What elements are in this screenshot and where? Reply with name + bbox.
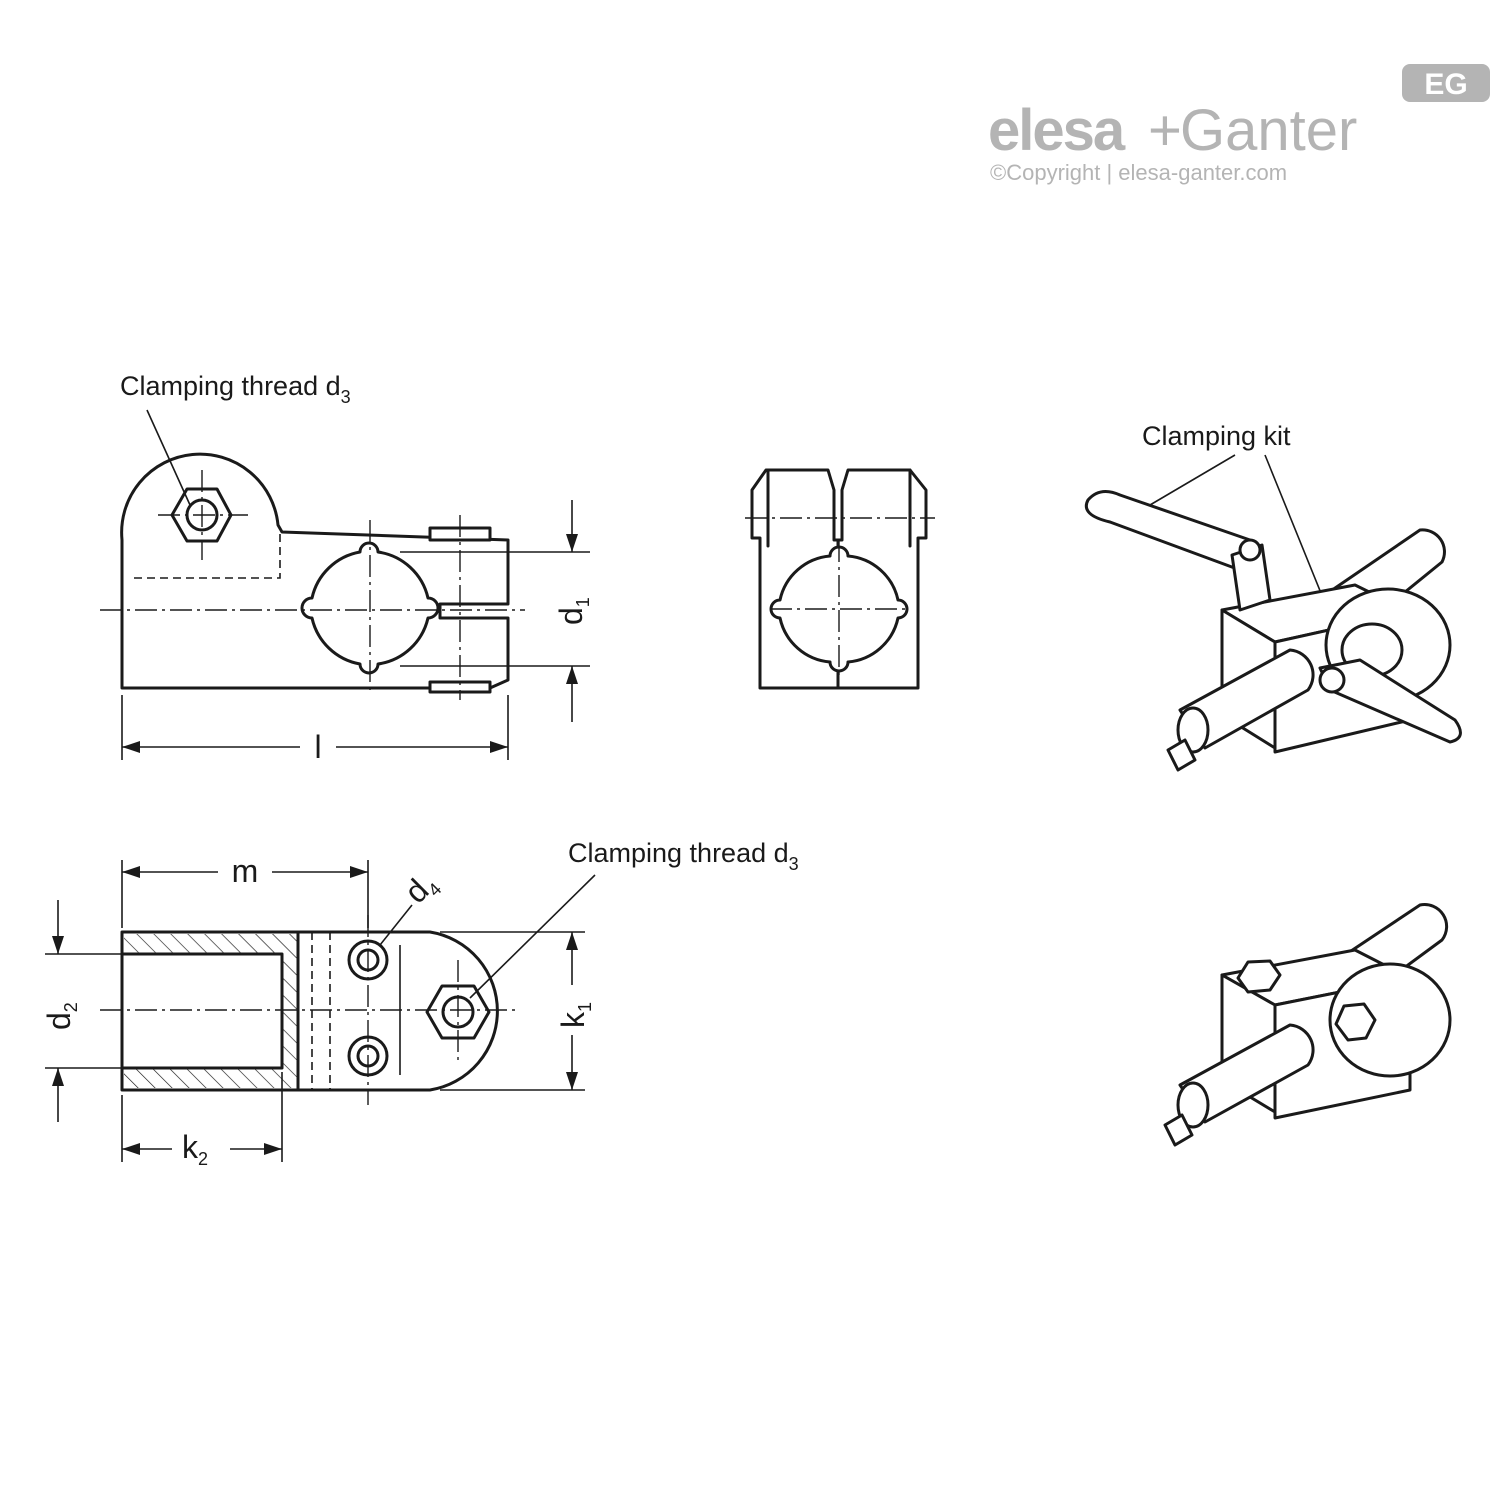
iso2-hex-nut-side bbox=[1334, 1002, 1377, 1042]
dimension-k2: k2 bbox=[182, 1129, 208, 1169]
dimension-k1: k1 bbox=[555, 1002, 595, 1028]
iso1-lever-screw-upper bbox=[1238, 538, 1262, 562]
side-view-bore bbox=[769, 545, 909, 673]
dimension-d2: d2 bbox=[41, 1002, 81, 1030]
isometric-view-with-clamping-kit: Clamping kit bbox=[1084, 421, 1462, 772]
elesa-ganter-logo: EG elesa + Ganter ©Copyright | elesa-gan… bbox=[988, 64, 1490, 185]
logo-brand-ganter: Ganter bbox=[1180, 98, 1357, 163]
k2-arrow-right bbox=[264, 1143, 282, 1155]
k1-arrow-top bbox=[566, 932, 578, 950]
logo-badge bbox=[1402, 64, 1490, 102]
logo-copyright: ©Copyright | elesa-ganter.com bbox=[990, 160, 1287, 185]
top-view-pocket bbox=[120, 952, 284, 1070]
top-view-hex-nut bbox=[425, 984, 491, 1040]
iso2-clamp-ring bbox=[1328, 962, 1452, 1078]
logo-badge-text: EG bbox=[1424, 68, 1467, 101]
iso1-clamping-lever-lower bbox=[1318, 658, 1462, 744]
iso2-hex-nut-top bbox=[1236, 959, 1282, 994]
top-view-leader-d4 bbox=[379, 904, 413, 946]
k2-arrow-left bbox=[122, 1143, 140, 1155]
d1-arrow-top bbox=[566, 534, 578, 552]
front-view: Clamping thread d3 d1 l bbox=[100, 371, 593, 765]
l-arrow-right bbox=[490, 741, 508, 753]
iso1-lower-tube bbox=[1178, 648, 1315, 750]
label-clamping-thread-bottom: Clamping thread d3 bbox=[568, 838, 799, 874]
logo-brand-plus: + bbox=[1148, 98, 1182, 163]
iso1-lower-tube-pin bbox=[1166, 738, 1197, 772]
top-view-hatch-top-wall bbox=[124, 934, 298, 954]
dimension-m: m bbox=[232, 853, 259, 889]
dimension-l: l bbox=[314, 729, 321, 765]
label-clamping-thread-top: Clamping thread d3 bbox=[120, 371, 351, 407]
iso2-lower-tube bbox=[1178, 1023, 1315, 1124]
d2-arrow-bottom bbox=[52, 1068, 64, 1086]
side-view-body-left bbox=[750, 468, 840, 690]
iso2-lower-tube-pin bbox=[1163, 1113, 1194, 1147]
m-arrow-right bbox=[350, 866, 368, 878]
top-view-hatch-end-wall bbox=[282, 954, 298, 1068]
iso1-lever-screw-lower bbox=[1318, 666, 1346, 694]
clamping-kit-leader-1 bbox=[1149, 454, 1236, 506]
dimension-d4: d4 bbox=[397, 865, 445, 913]
top-view-body-outline bbox=[120, 930, 499, 1092]
k1-arrow-bottom bbox=[566, 1072, 578, 1090]
front-view-body-outline bbox=[120, 452, 510, 690]
label-clamping-kit: Clamping kit bbox=[1142, 421, 1291, 451]
dimension-d1: d1 bbox=[553, 597, 593, 625]
top-view: Clamping thread d3 d4 m d2 k1 bbox=[41, 838, 799, 1169]
side-view bbox=[745, 468, 935, 690]
d2-arrow-top bbox=[52, 936, 64, 954]
logo-brand-elesa: elesa bbox=[988, 98, 1126, 163]
front-view-leader-clamping-thread bbox=[146, 409, 191, 506]
d1-arrow-bottom bbox=[566, 666, 578, 684]
m-arrow-left bbox=[122, 866, 140, 878]
l-arrow-left bbox=[122, 741, 140, 753]
isometric-view-without-kit bbox=[1163, 903, 1452, 1147]
front-view-hidden-edge bbox=[134, 530, 281, 579]
iso2-lower-tube-end bbox=[1176, 1081, 1210, 1129]
top-view-hatch-bottom-wall bbox=[124, 1068, 298, 1088]
top-view-leader-clamping-thread bbox=[469, 874, 596, 999]
